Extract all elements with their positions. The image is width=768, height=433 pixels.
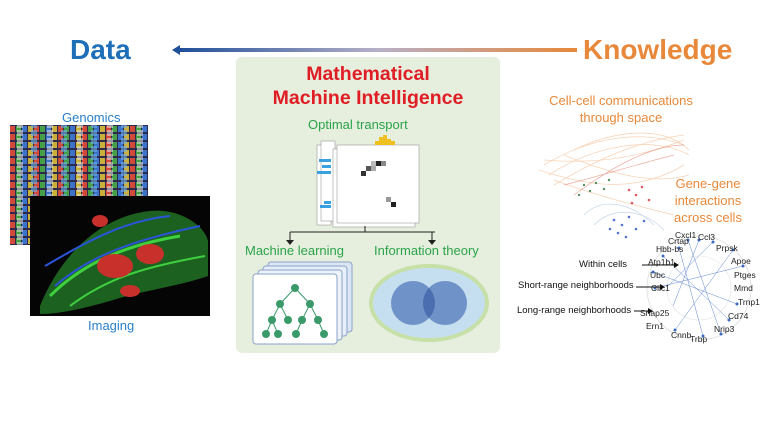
long-range-label: Long-range neighborhoods [517, 305, 632, 316]
gene-label: Snap25 [640, 308, 670, 318]
branch-arrows [286, 226, 436, 245]
gene-line1: Gene-gene [675, 176, 741, 191]
gene-label: Crtap [668, 236, 689, 246]
gene-label: Ubc [650, 270, 666, 280]
mmi-title-line1: Mathematical [306, 63, 430, 85]
gene-label: Cxcl1 [675, 230, 697, 240]
gene-line3: across cells [674, 210, 742, 225]
genomics-label: Genomics [62, 110, 121, 125]
machine-learning-tree-icon [252, 261, 353, 345]
neighborhood-arrows [634, 262, 679, 314]
optimal-transport-figure [316, 135, 420, 228]
cell-communication-network-image [538, 132, 690, 239]
gene-label: Ptges [734, 270, 756, 280]
optimal-transport-label: Optimal transport [308, 117, 408, 132]
gene-label: Apoe [731, 256, 751, 266]
gene-label: Ccl3 [698, 232, 716, 242]
gene-interactions-label: Gene-gene interactions across cells [648, 175, 768, 226]
gene-label: Cd74 [728, 311, 749, 321]
gene-label: Cnnb [671, 330, 692, 340]
fluorescence-cell-image [30, 196, 210, 316]
short-range-label: Short-range neighborhoods [518, 280, 634, 291]
gene-label: Prpsk [716, 243, 738, 253]
machine-learning-label: Machine learning [245, 243, 345, 258]
gene-label: Trnp1 [738, 297, 760, 307]
gene-label: Atp1b1 [648, 257, 675, 267]
information-theory-label: Information theory [374, 243, 479, 258]
within-cells-label: Within cells [579, 259, 628, 270]
gene-label: Nrip3 [714, 324, 735, 334]
gene-label: Ern1 [646, 321, 664, 331]
knowledge-heading: Knowledge [583, 34, 733, 65]
gene-interaction-network [646, 235, 752, 341]
cell-communication-label: Cell-cell communications through space [523, 92, 719, 126]
cell-comm-line1: Cell-cell communications [549, 93, 693, 108]
gene-line2: interactions [674, 193, 742, 208]
mmi-title-line2: Machine Intelligence [272, 87, 464, 109]
data-heading: Data [70, 34, 131, 65]
gene-label: Mmd [734, 283, 753, 293]
cell-comm-line2: through space [579, 110, 663, 125]
data-to-knowledge-arrow [172, 45, 577, 55]
gene-label: Hbb-bs [656, 244, 684, 254]
mmi-title: Mathematical Machine Intelligence [236, 62, 500, 110]
gene-label: Trbp [690, 334, 708, 344]
information-theory-venn-icon [369, 264, 489, 342]
imaging-label: Imaging [88, 318, 135, 333]
